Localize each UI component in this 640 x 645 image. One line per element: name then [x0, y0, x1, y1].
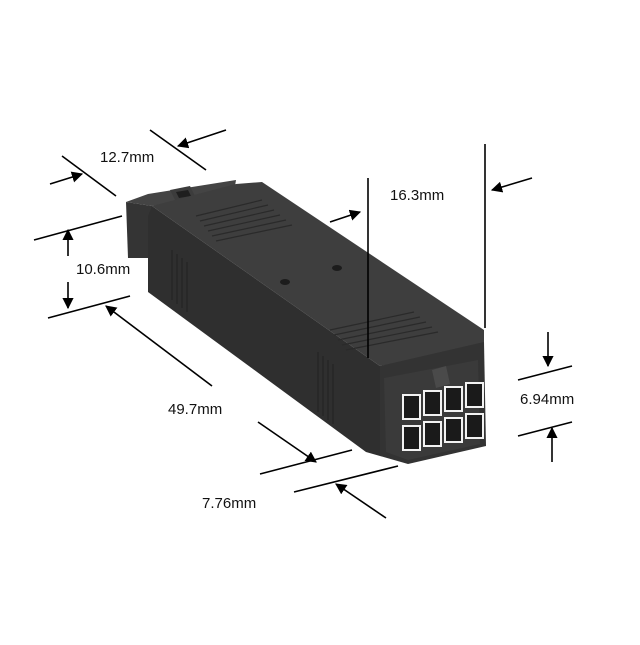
side-ribs-left [171, 250, 188, 312]
dim-label-width-top: 12.7mm [100, 149, 154, 166]
dim-label-housing-width: 7.76mm [202, 495, 256, 512]
extension-line [517, 365, 573, 381]
extension-line [259, 449, 353, 475]
dimension-arrow [176, 129, 227, 149]
dim-label-length: 49.7mm [168, 401, 222, 418]
dimension-arrow [335, 483, 387, 519]
extension-line [149, 129, 207, 171]
dimension-arrow [49, 171, 84, 185]
extension-line [47, 295, 131, 319]
dim-label-height-right: 16.3mm [390, 187, 444, 204]
pin-cavity [404, 396, 419, 418]
body-side-face [148, 206, 380, 456]
dimension-arrow [329, 209, 362, 223]
extension-line [517, 421, 573, 437]
body-top-surface [152, 182, 484, 366]
extension-line [61, 155, 117, 197]
pin-cavity [425, 423, 440, 445]
top-ribs-right [329, 311, 439, 351]
side-ribs-right [317, 352, 334, 424]
extension-line [293, 465, 399, 493]
dimension-arrow [490, 177, 533, 193]
mounting-hole [332, 265, 342, 271]
pin-cavity [467, 415, 482, 437]
left-latch-window [176, 190, 191, 198]
extension-line [33, 215, 123, 241]
pin-cavity [425, 392, 440, 414]
pin-cavity [404, 427, 419, 449]
top-ribs-left [195, 199, 293, 242]
mounting-hole [280, 279, 290, 285]
dim-label-height-end: 10.6mm [76, 261, 130, 278]
dimension-labels: 12.7mm 10.6mm 49.7mm 16.3mm 6.94mm 7.76m… [76, 149, 574, 512]
pin-grid [402, 382, 484, 451]
pin-cavity [446, 419, 461, 441]
dimension-arrow [257, 421, 317, 463]
dim-label-pin-height: 6.94mm [520, 391, 574, 408]
left-end-block-front [126, 202, 152, 258]
dimension-lines [33, 129, 573, 519]
dimension-arrow [105, 305, 213, 387]
connector-body [126, 180, 486, 464]
pin-cavity [446, 388, 461, 410]
housing-latch [432, 366, 450, 388]
pin-cavity [467, 384, 482, 406]
